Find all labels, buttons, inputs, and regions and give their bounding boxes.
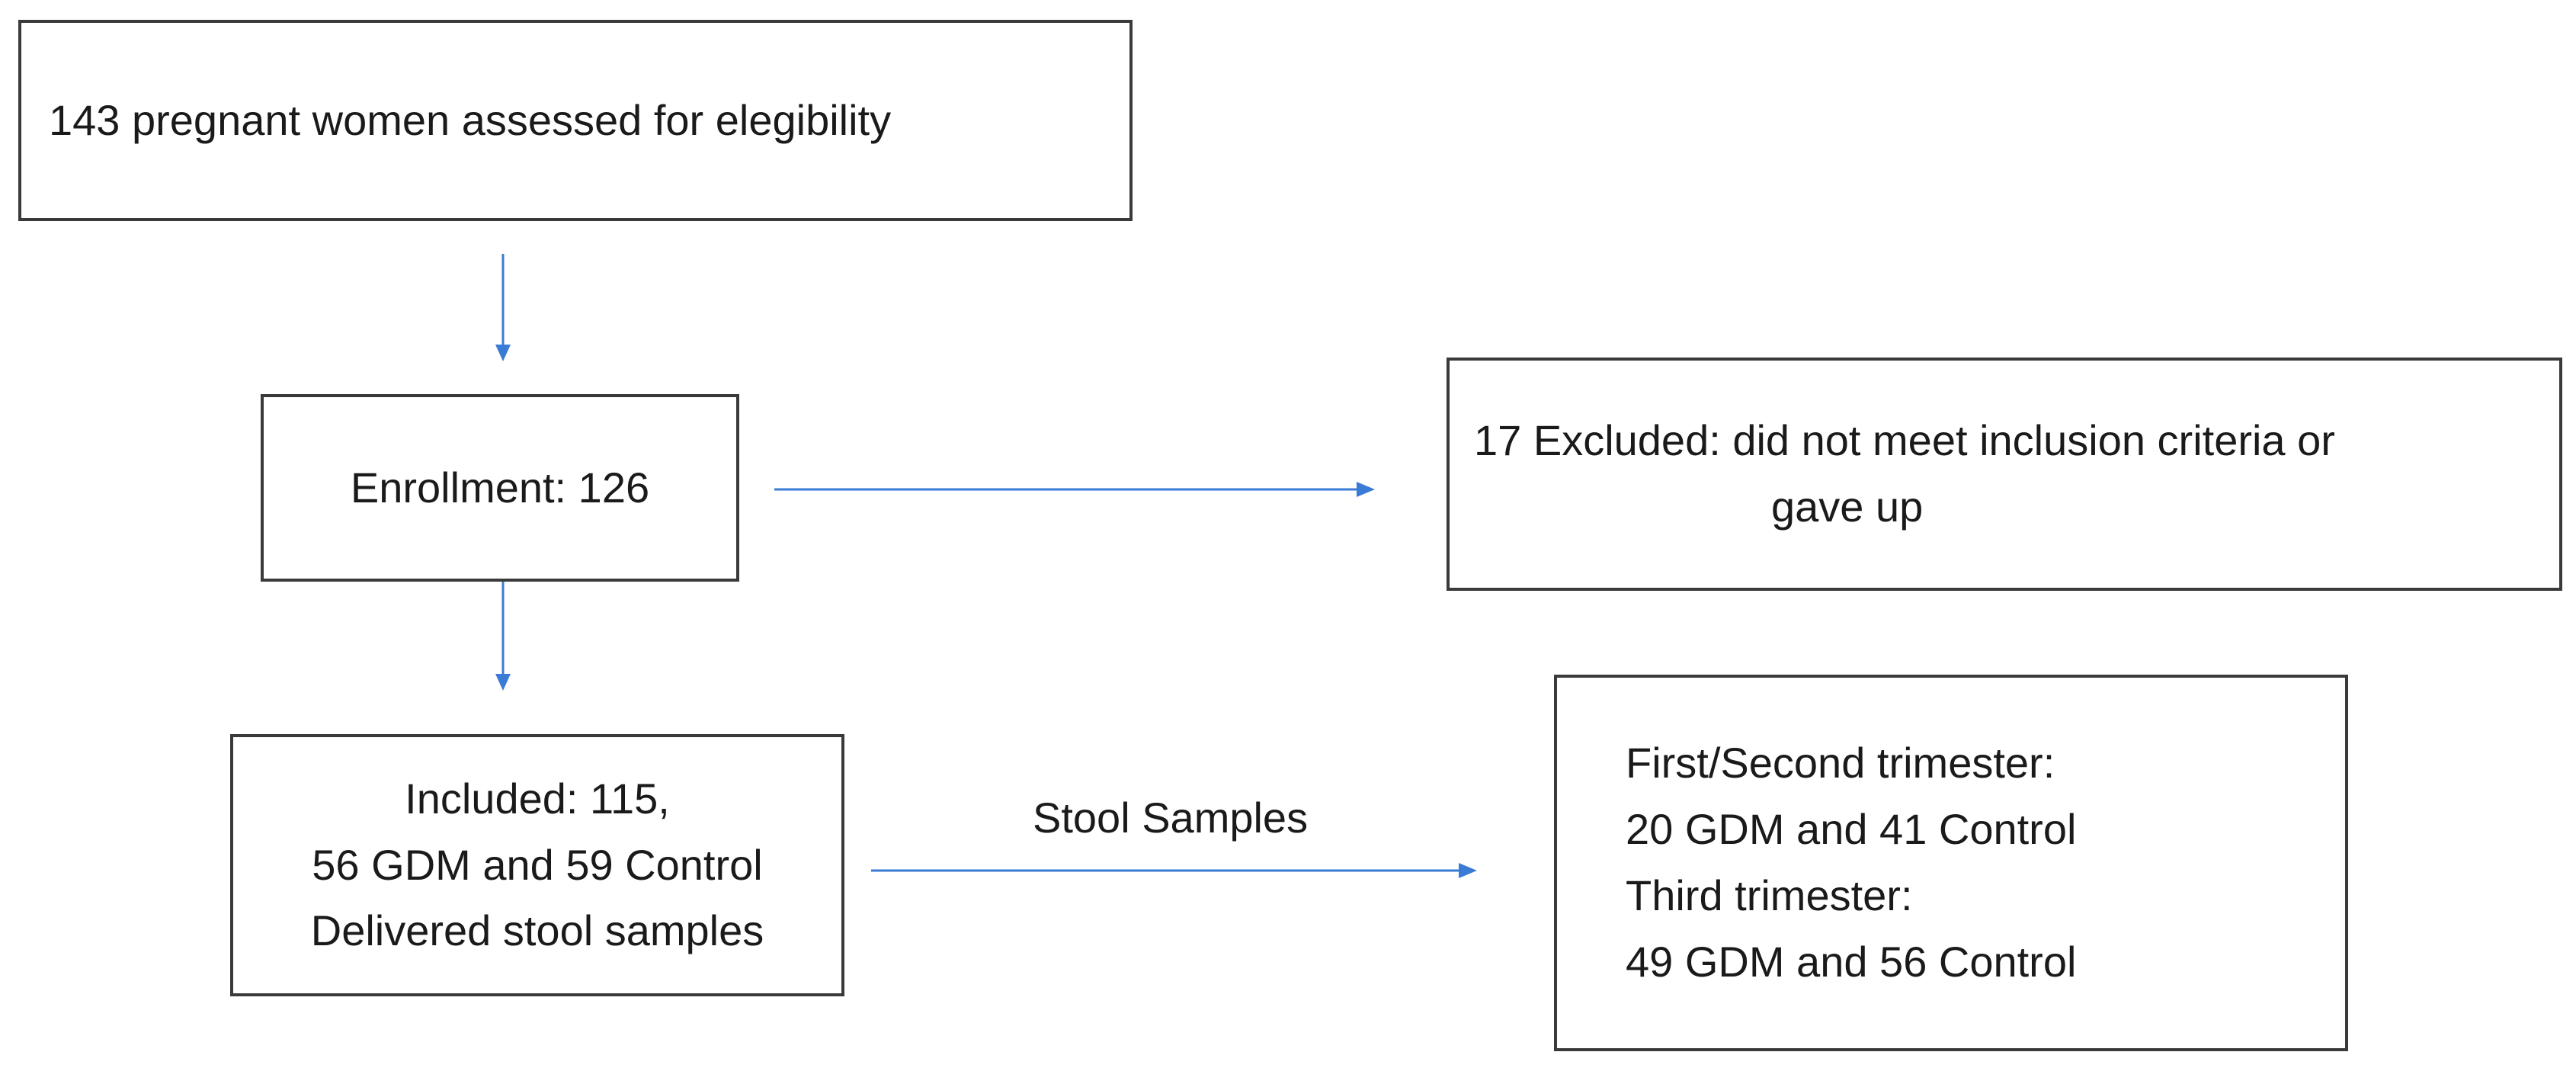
node-excluded: 17 Excluded: did not meet inclusion crit… bbox=[1447, 358, 2562, 591]
arrow-assessed-to-enrollment-head bbox=[495, 345, 511, 361]
arrow-included-to-samples-head bbox=[1459, 863, 1477, 878]
node-stool-samples-by-trimester: First/Second trimester: 20 GDM and 41 Co… bbox=[1554, 675, 2348, 1051]
node-samples-text-line-3: Third trimester: bbox=[1626, 871, 1913, 919]
node-samples-text-line-2: 20 GDM and 41 Control bbox=[1626, 805, 2077, 854]
node-included-text-line-2: 56 GDM and 59 Control bbox=[312, 840, 763, 889]
node-included: Included: 115, 56 GDM and 59 Control Del… bbox=[230, 734, 844, 996]
node-excluded-text-line-1: 17 Excluded: did not meet inclusion crit… bbox=[1474, 416, 2335, 465]
node-samples-text-line-1: First/Second trimester: bbox=[1626, 739, 2055, 787]
node-enrollment: Enrollment: 126 bbox=[261, 394, 739, 582]
arrow-enrollment-to-excluded-head bbox=[1357, 482, 1375, 497]
node-assessed-for-eligibility: 143 pregnant women assessed for elegibil… bbox=[18, 20, 1133, 221]
node-samples-text-line-4: 49 GDM and 56 Control bbox=[1626, 937, 2077, 986]
edge-label-stool-samples: Stool Samples bbox=[1033, 794, 1309, 842]
node-included-text-line-3: Delivered stool samples bbox=[310, 906, 764, 955]
node-included-text-line-1: Included: 115, bbox=[405, 774, 670, 823]
node-assessed-text: 143 pregnant women assessed for elegibil… bbox=[49, 95, 892, 144]
arrow-enrollment-to-included-head bbox=[495, 674, 511, 691]
node-excluded-text-line-2: gave up bbox=[1771, 483, 1924, 531]
node-enrollment-text: Enrollment: 126 bbox=[350, 463, 650, 512]
